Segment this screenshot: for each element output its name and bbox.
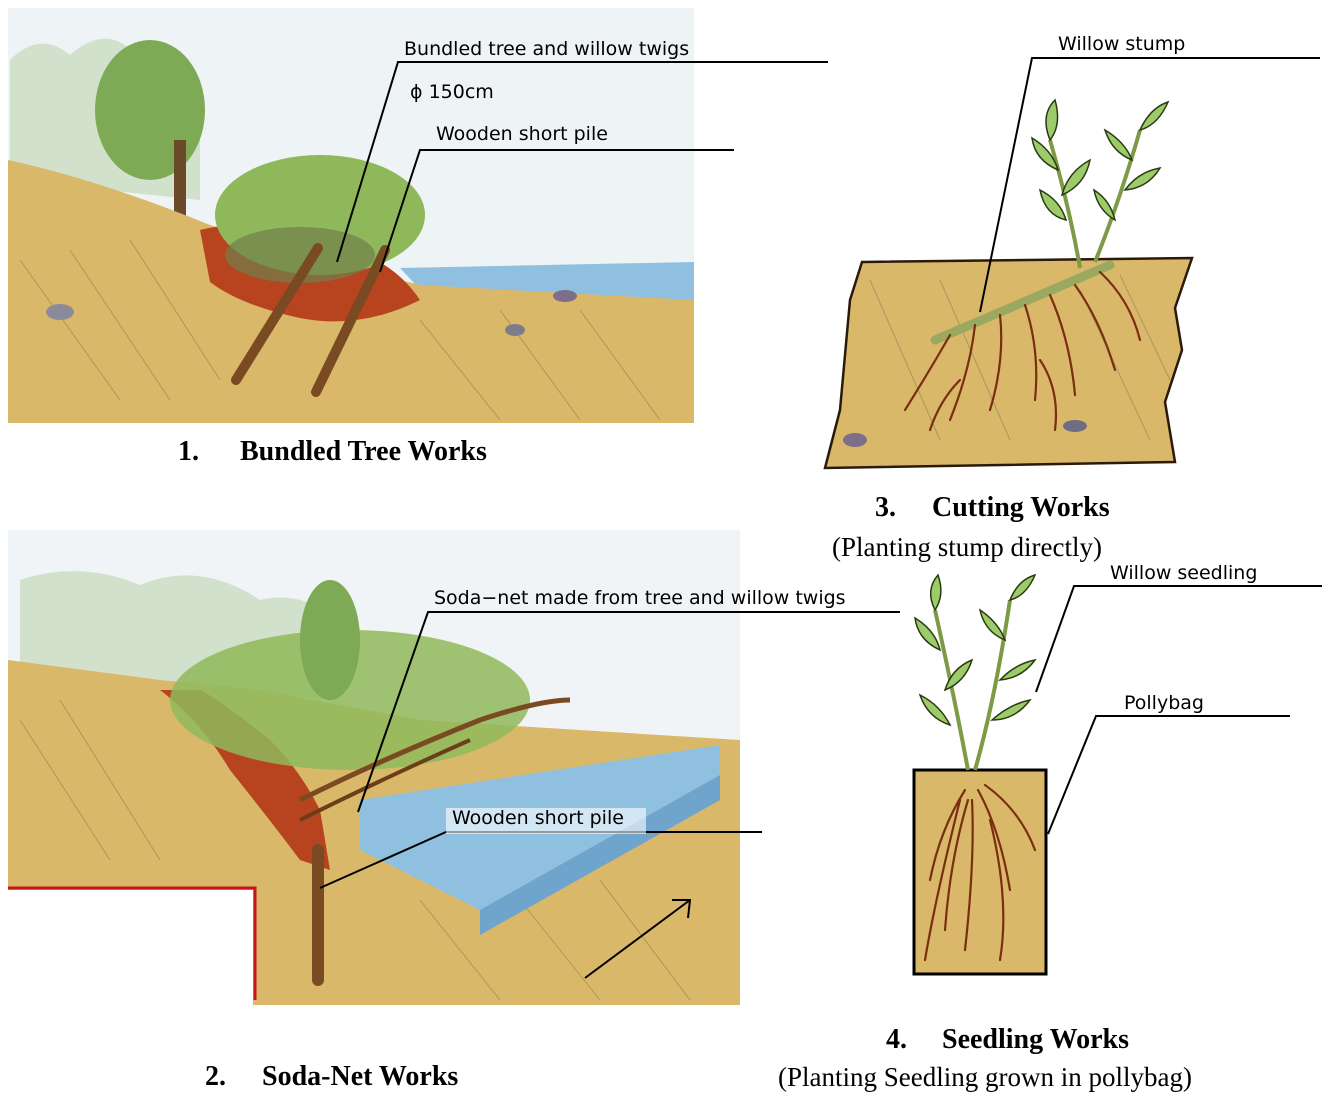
panel3-caption-number: 3. [875, 492, 896, 523]
panel4-label-pollybag: Pollybag [1124, 692, 1204, 714]
panel4-leaves [915, 575, 1035, 725]
panel4-label-seedling: Willow seedling [1110, 562, 1257, 584]
panel2-caption-number: 2. [205, 1061, 226, 1092]
panel4-seedling-stem [935, 610, 968, 770]
panel4-pollybag [914, 770, 1046, 974]
panel1-label-diameter: ϕ 150cm [410, 81, 494, 103]
panel4-caption-sub: (Planting Seedling grown in pollybag) [778, 1062, 1192, 1092]
panel1-caption-title: Bundled Tree Works [240, 436, 487, 467]
panel4-caption-title: Seedling Works [942, 1024, 1129, 1055]
panel4-leader-seedling [1036, 586, 1322, 692]
panel1-label-pile: Wooden short pile [436, 123, 608, 145]
panel2-label-soda-net: Soda−net made from tree and willow twigs [434, 587, 846, 609]
panel1-caption-number: 1. [178, 436, 199, 467]
panel-bundled-tree: Bundled tree and willow twigs ϕ 150cm Wo… [8, 8, 828, 467]
panel4-leader-pollybag [1048, 716, 1290, 834]
panel3-leaves [1032, 100, 1168, 220]
panel3-caption-sub: (Planting stump directly) [832, 532, 1102, 562]
panel1-label-bundled: Bundled tree and willow twigs [404, 38, 689, 60]
panel3-caption-title: Cutting Works [932, 492, 1110, 523]
panel4-caption-number: 4. [886, 1024, 907, 1055]
panel2-label-pile: Wooden short pile [452, 807, 624, 829]
panel3-label-stump: Willow stump [1058, 33, 1185, 55]
panel-seedling: Willow seedling Pollybag 4. Seedling Wor… [778, 562, 1322, 1092]
panel1-tree-crown [95, 40, 205, 180]
panel2-caption-title: Soda-Net Works [262, 1061, 458, 1092]
panel-soda-net: Soda−net made from tree and willow twigs… [8, 530, 900, 1092]
panel-cutting: Willow stump 3. Cutting Works (Planting … [825, 33, 1320, 562]
